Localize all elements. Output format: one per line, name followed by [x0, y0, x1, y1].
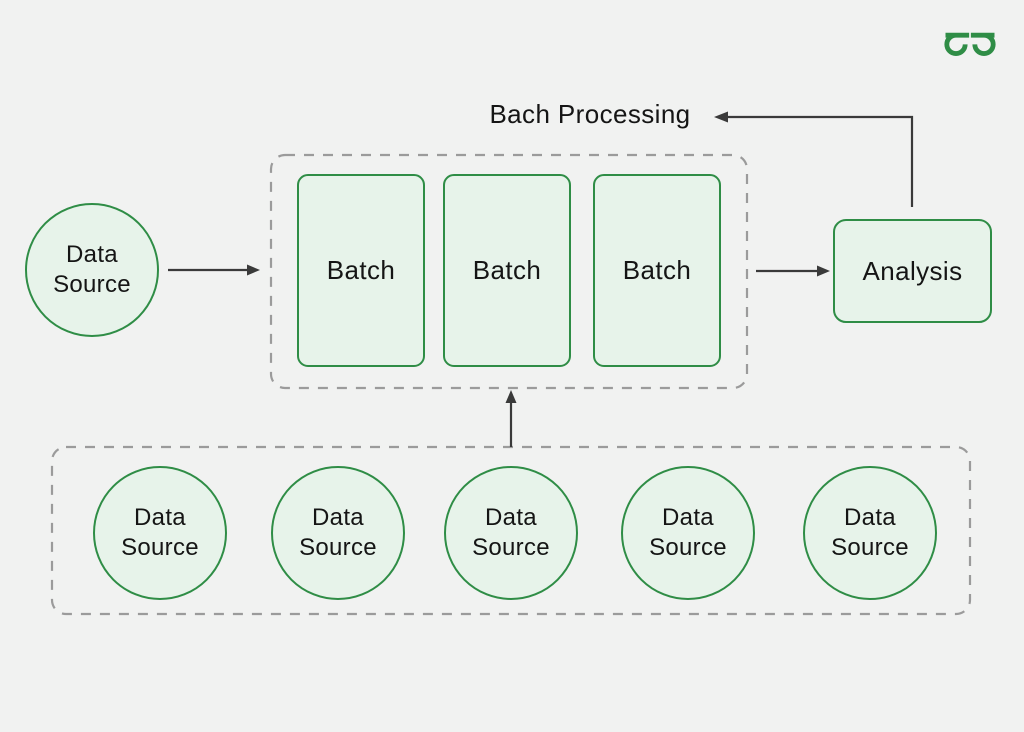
arrow-analysis-to-title — [714, 111, 914, 207]
arrow-sources-to-batch — [505, 390, 517, 447]
node-label: Data Source — [299, 504, 377, 561]
node-analysis: Analysis — [833, 219, 992, 323]
node-label: Batch — [622, 255, 692, 286]
node-label: Data Source — [472, 504, 550, 561]
node-batch-1: Batch — [297, 174, 425, 367]
node-data-source-1: Data Source — [93, 466, 227, 600]
node-label: Data Source — [121, 504, 199, 561]
node-data-source-2: Data Source — [271, 466, 405, 600]
diagram-title: Bach Processing — [489, 99, 691, 129]
node-label: Batch — [472, 255, 542, 286]
node-label: Data Source — [53, 241, 131, 298]
node-batch-3: Batch — [593, 174, 721, 367]
batch-group-container — [269, 153, 749, 390]
node-data-source-3: Data Source — [444, 466, 578, 600]
node-label: Batch — [326, 255, 396, 286]
arrow-source-to-batch — [168, 264, 260, 276]
node-label: Data Source — [649, 504, 727, 561]
node-data-source-5: Data Source — [803, 466, 937, 600]
node-label: Data Source — [831, 504, 909, 561]
node-batch-2: Batch — [443, 174, 571, 367]
node-label: Analysis — [862, 255, 963, 286]
arrow-batch-to-analysis — [756, 265, 830, 277]
node-data-source-main: Data Source — [25, 203, 159, 337]
node-data-source-4: Data Source — [621, 466, 755, 600]
geeksforgeeks-logo-icon — [944, 32, 996, 56]
